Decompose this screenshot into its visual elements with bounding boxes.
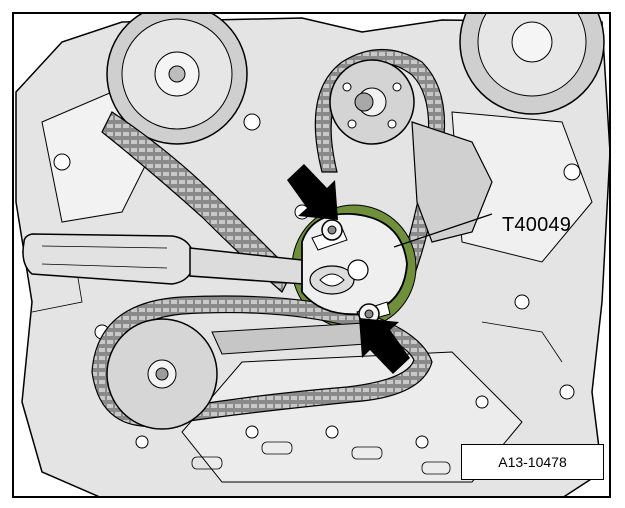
engine-timing-illustration: [15, 14, 609, 496]
reference-code-box: A13-10478: [461, 444, 604, 480]
arrow-down-right-icon: [287, 164, 338, 220]
chain-tensioner: [411, 121, 493, 243]
left-chain-guide: [101, 111, 293, 293]
camshaft-sprocket: [329, 59, 415, 145]
lower-left-sprocket: [106, 318, 218, 430]
callout-leader-line: [393, 213, 493, 248]
arrow-up-left-icon: [359, 318, 410, 374]
ratchet-wrench: [22, 233, 305, 285]
illustration-frame: T40049 A13-10478: [12, 12, 611, 498]
tool-label: T40049: [502, 214, 572, 236]
upper-left-sprocket: [106, 14, 248, 145]
upper-right-sprocket: [459, 14, 605, 115]
camshaft-tool-T40049: [301, 213, 408, 325]
reference-code: A13-10478: [498, 454, 567, 470]
